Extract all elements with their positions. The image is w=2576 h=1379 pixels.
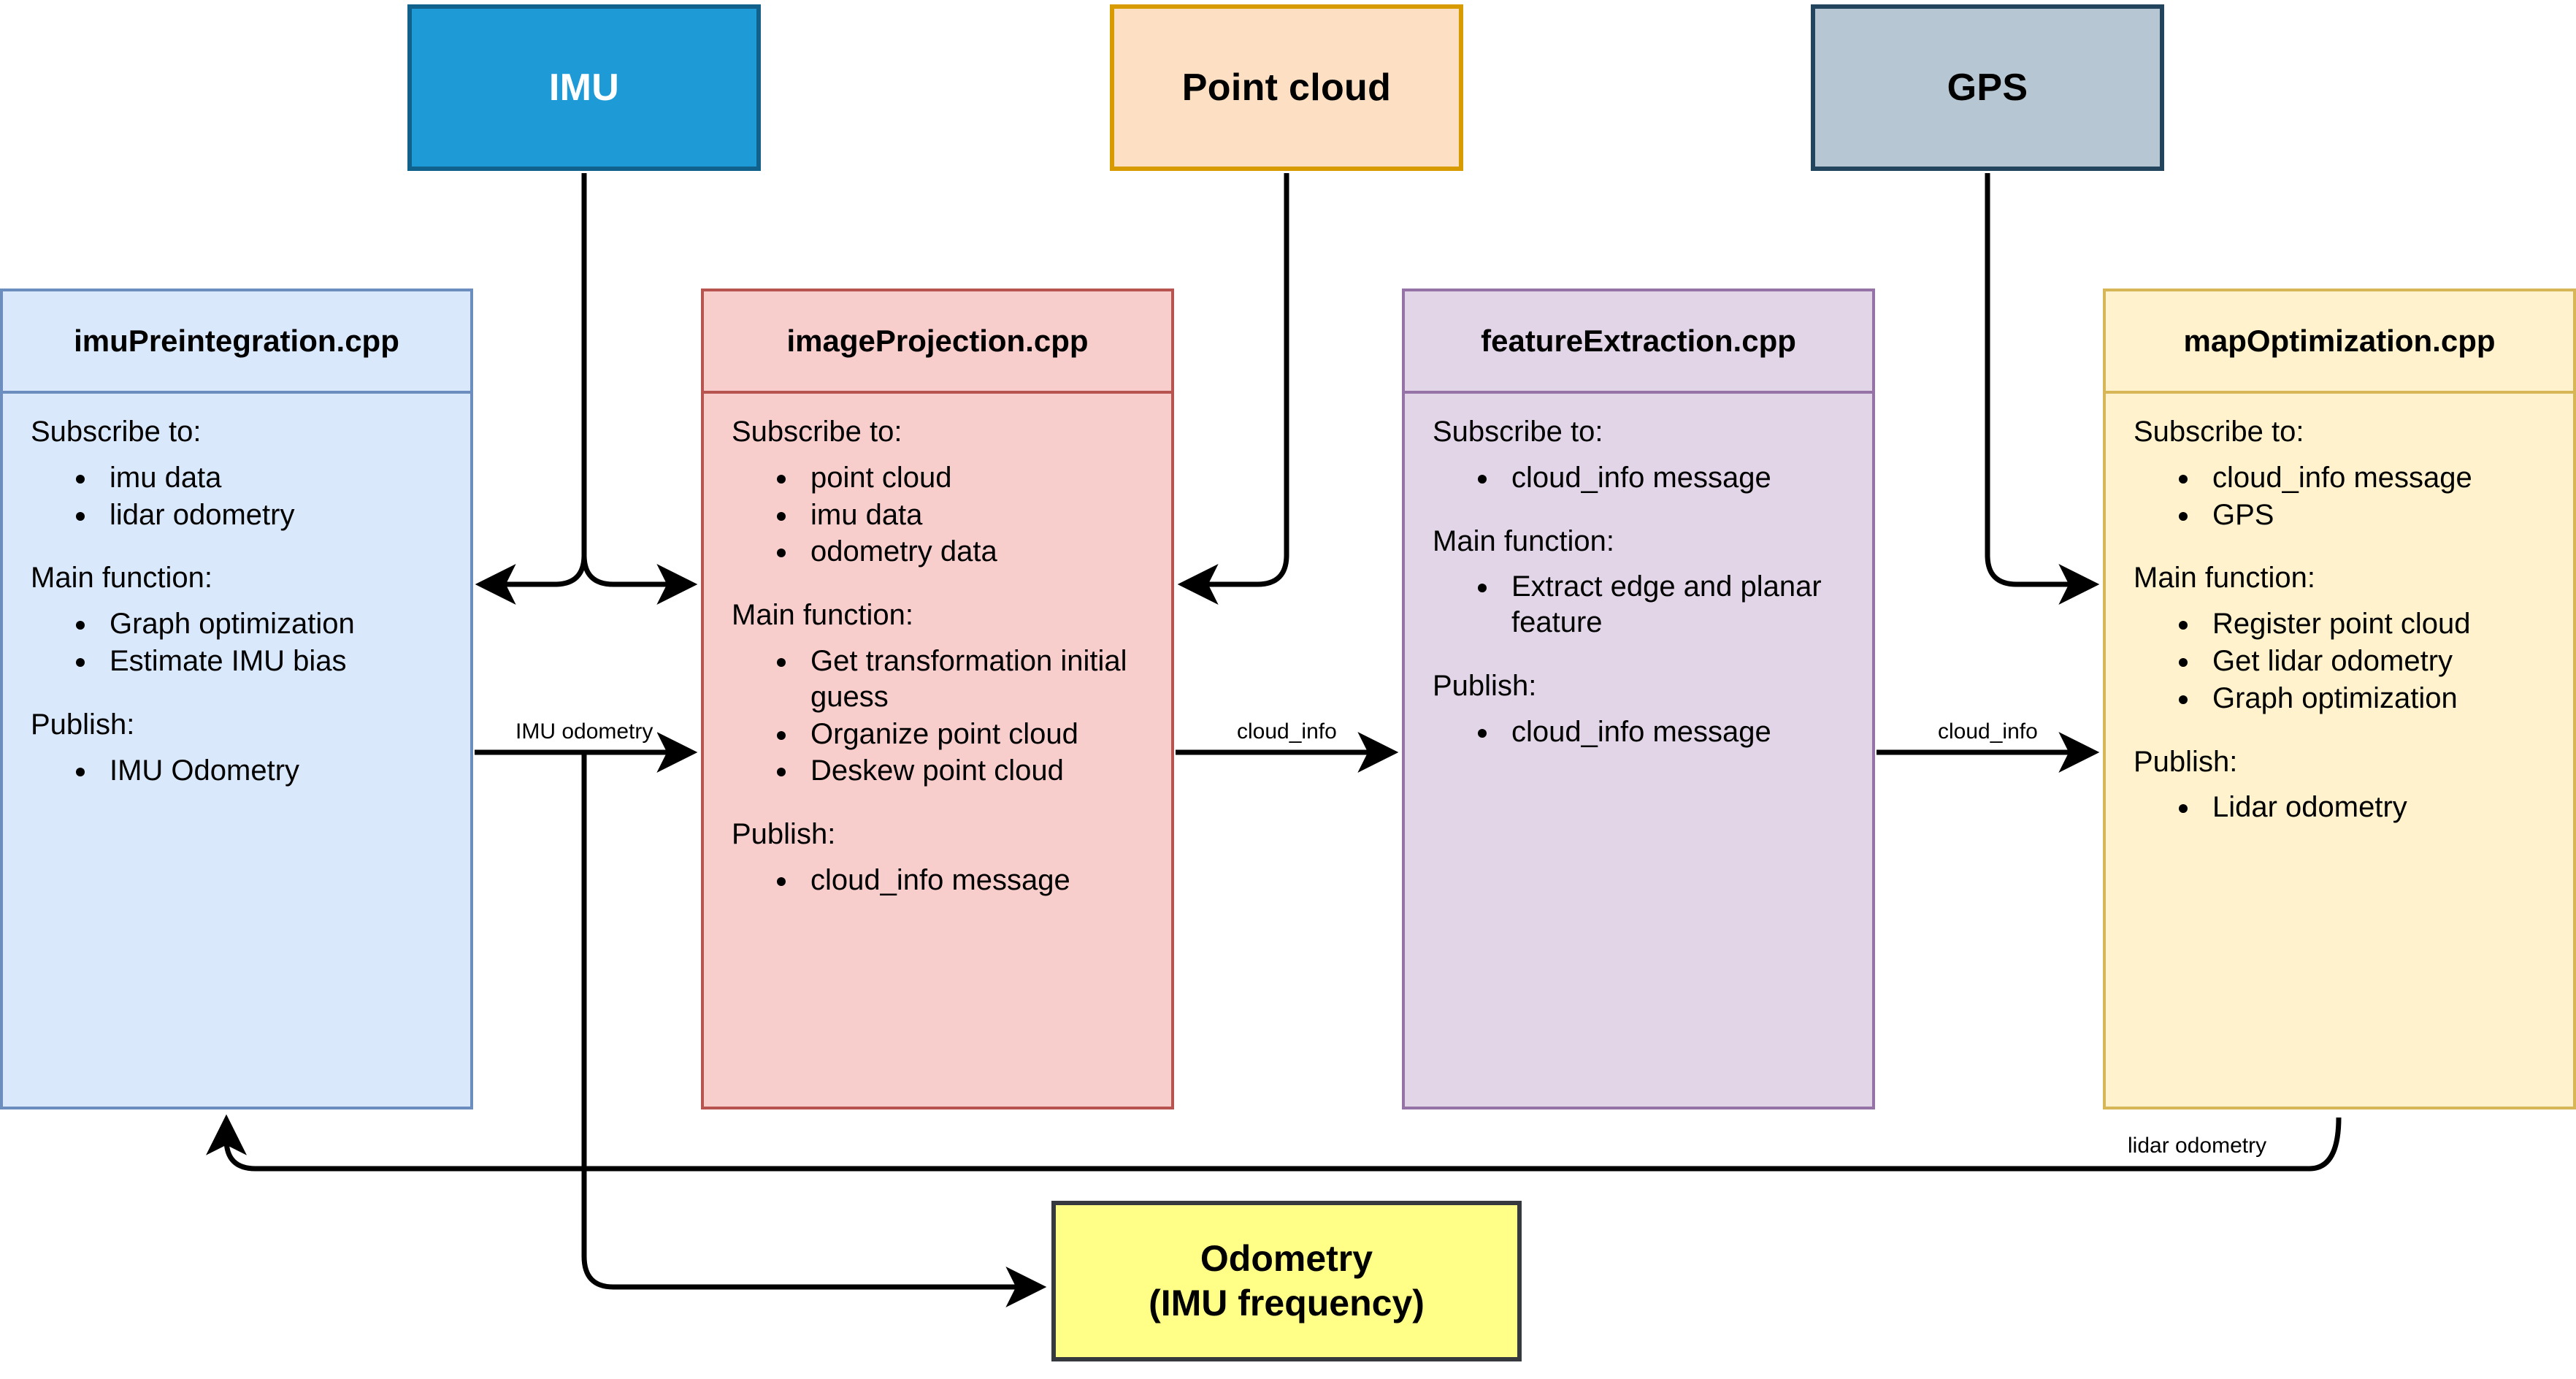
source-node-point-cloud-label: Point cloud [1181, 66, 1392, 109]
list-item: GPS [2201, 497, 2554, 533]
output-node-odometry[interactable]: Odometry (IMU frequency) [1051, 1201, 1522, 1361]
section-list-subscribe: cloud_info message GPS [2106, 460, 2573, 533]
section-list-main: Register point cloud Get lidar odometry … [2106, 606, 2573, 716]
section-list-main: Graph optimization Estimate IMU bias [3, 606, 470, 679]
edge-label-cloud-info-1: cloud_info [1233, 719, 1341, 744]
list-item: point cloud [799, 460, 1152, 496]
section-list-publish: cloud_info message [1405, 714, 1872, 750]
section-head-main: Main function: [732, 599, 914, 632]
module-map-optimization[interactable]: mapOptimization.cpp Subscribe to: cloud_… [2103, 289, 2576, 1109]
edge-label-lidar-odometry: lidar odometry [2123, 1134, 2272, 1158]
list-item: cloud_info message [2201, 460, 2554, 496]
list-item: Estimate IMU bias [98, 643, 451, 679]
section-list-main: Get transformation initial guess Organiz… [704, 643, 1171, 789]
section-list-main: Extract edge and planar feature [1405, 569, 1872, 641]
section-head-main: Main function: [2134, 562, 2316, 595]
section-head-main: Main function: [31, 562, 213, 595]
list-item: cloud_info message [1500, 714, 1853, 750]
list-item: IMU Odometry [98, 753, 451, 789]
module-imu-preintegration-body: Subscribe to: imu data lidar odometry Ma… [3, 394, 470, 1107]
edge-mapoptimization-to-imupreintegration [206, 1114, 2342, 1172]
module-map-optimization-title: mapOptimization.cpp [2106, 291, 2573, 394]
module-feature-extraction-body: Subscribe to: cloud_info message Main fu… [1405, 394, 1872, 1107]
section-head-subscribe: Subscribe to: [732, 416, 902, 448]
section-head-publish: Publish: [31, 708, 135, 741]
module-feature-extraction-title: featureExtraction.cpp [1405, 291, 1872, 394]
module-image-projection-body: Subscribe to: point cloud imu data odome… [704, 394, 1171, 1107]
section-list-subscribe: cloud_info message [1405, 460, 1872, 496]
section-list-publish: cloud_info message [704, 863, 1171, 898]
list-item: cloud_info message [799, 863, 1152, 898]
list-item: odometry data [799, 534, 1152, 570]
list-item: imu data [799, 497, 1152, 533]
module-imu-preintegration-title: imuPreintegration.cpp [3, 291, 470, 394]
edge-pointcloud-to-imageprojection [1177, 173, 1289, 605]
section-list-publish: Lidar odometry [2106, 790, 2573, 825]
list-item: Graph optimization [98, 606, 451, 642]
module-imu-preintegration[interactable]: imuPreintegration.cpp Subscribe to: imu … [0, 289, 473, 1109]
list-item: Lidar odometry [2201, 790, 2554, 825]
list-item: Get transformation initial guess [799, 643, 1152, 715]
module-map-optimization-body: Subscribe to: cloud_info message GPS Mai… [2106, 394, 2573, 1107]
section-list-publish: IMU Odometry [3, 753, 470, 789]
list-item: Graph optimization [2201, 681, 2554, 717]
list-item: Organize point cloud [799, 717, 1152, 752]
edge-imu-to-imupreintegration [475, 554, 587, 605]
module-image-projection-title: imageProjection.cpp [704, 291, 1171, 394]
section-list-subscribe: point cloud imu data odometry data [704, 460, 1171, 570]
list-item: Get lidar odometry [2201, 643, 2554, 679]
module-image-projection[interactable]: imageProjection.cpp Subscribe to: point … [701, 289, 1174, 1109]
edge-gps-to-mapoptimization [1985, 173, 2100, 605]
source-node-gps-label: GPS [1947, 66, 2028, 109]
section-head-publish: Publish: [732, 818, 836, 851]
edge-label-imu-odometry: IMU odometry [511, 719, 658, 744]
section-head-main: Main function: [1433, 524, 1615, 557]
section-head-publish: Publish: [1433, 669, 1537, 702]
module-feature-extraction[interactable]: featureExtraction.cpp Subscribe to: clou… [1402, 289, 1875, 1109]
source-node-gps[interactable]: GPS [1811, 4, 2164, 171]
section-head-subscribe: Subscribe to: [31, 416, 202, 448]
source-node-imu[interactable]: IMU [407, 4, 761, 171]
section-head-subscribe: Subscribe to: [1433, 416, 1603, 448]
list-item: Register point cloud [2201, 606, 2554, 642]
list-item: Extract edge and planar feature [1500, 569, 1853, 641]
output-node-odometry-line1: Odometry [1200, 1238, 1373, 1279]
list-item: imu data [98, 460, 451, 496]
list-item: lidar odometry [98, 497, 451, 533]
output-node-odometry-line2: (IMU frequency) [1149, 1283, 1425, 1323]
section-head-subscribe: Subscribe to: [2134, 416, 2304, 448]
edge-imu-to-imageprojection [581, 554, 698, 605]
output-node-odometry-text: Odometry (IMU frequency) [1149, 1237, 1425, 1326]
edge-label-cloud-info-2: cloud_info [1933, 719, 2042, 744]
section-list-subscribe: imu data lidar odometry [3, 460, 470, 533]
source-node-point-cloud[interactable]: Point cloud [1110, 4, 1463, 171]
list-item: cloud_info message [1500, 460, 1853, 496]
source-node-imu-label: IMU [548, 66, 620, 109]
section-head-publish: Publish: [2134, 745, 2238, 778]
list-item: Deskew point cloud [799, 753, 1152, 789]
